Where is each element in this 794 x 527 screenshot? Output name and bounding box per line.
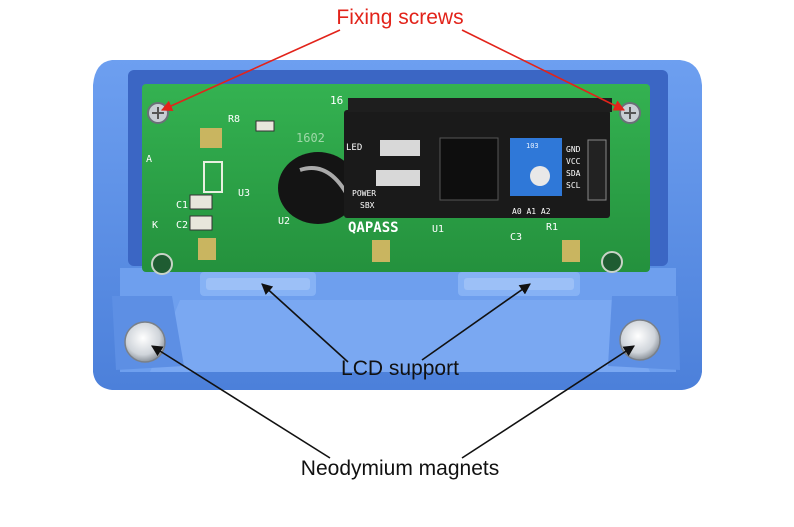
pin-gnd: GND	[566, 145, 581, 154]
chip-blob-u2	[278, 152, 358, 224]
pin-count-label: 16	[330, 94, 343, 107]
ref-c3: C3	[510, 232, 522, 243]
arrow-screw-right	[461, 29, 626, 111]
sbx-label: SBX	[360, 201, 375, 210]
magnet-left	[124, 321, 166, 363]
arrow-support-right	[421, 283, 531, 361]
arrow-screw-left	[160, 29, 341, 111]
ref-u1: U1	[432, 224, 444, 235]
ref-c2: C2	[176, 220, 188, 231]
ref-r8: R8	[228, 114, 240, 125]
arrow-support-left	[261, 283, 349, 363]
lcd-support-label: LCD support	[341, 357, 459, 380]
pot-value: 103	[526, 142, 539, 150]
ref-a: A	[146, 154, 152, 165]
fixing-screws-label: Fixing screws	[336, 6, 464, 29]
lcd-support-left	[200, 272, 316, 296]
ref-led: LED	[346, 143, 362, 153]
lcd-pcb	[142, 84, 650, 275]
arrow-magnet-left	[151, 345, 331, 459]
header-pins	[348, 98, 612, 112]
magnet-right	[619, 319, 661, 361]
ref-k: K	[152, 220, 158, 231]
annotation-arrows	[151, 29, 635, 459]
ref-u3: U3	[238, 188, 250, 199]
model-label: 1602	[296, 131, 325, 145]
power-label: POWER	[352, 189, 376, 198]
address-labels: A0 A1 A2	[512, 207, 551, 216]
pin-vcc: VCC	[566, 157, 581, 166]
i2c-backpack	[344, 110, 610, 218]
ref-r1: R1	[546, 222, 558, 233]
pin-scl: SCL	[566, 181, 581, 190]
arrow-magnet-right	[461, 345, 635, 459]
ref-c1: C1	[176, 200, 188, 211]
brand-label: QAPASS	[348, 220, 399, 236]
ref-u2: U2	[278, 216, 290, 227]
magnets-label: Neodymium magnets	[300, 457, 500, 480]
pin-sda: SDA	[566, 169, 581, 178]
